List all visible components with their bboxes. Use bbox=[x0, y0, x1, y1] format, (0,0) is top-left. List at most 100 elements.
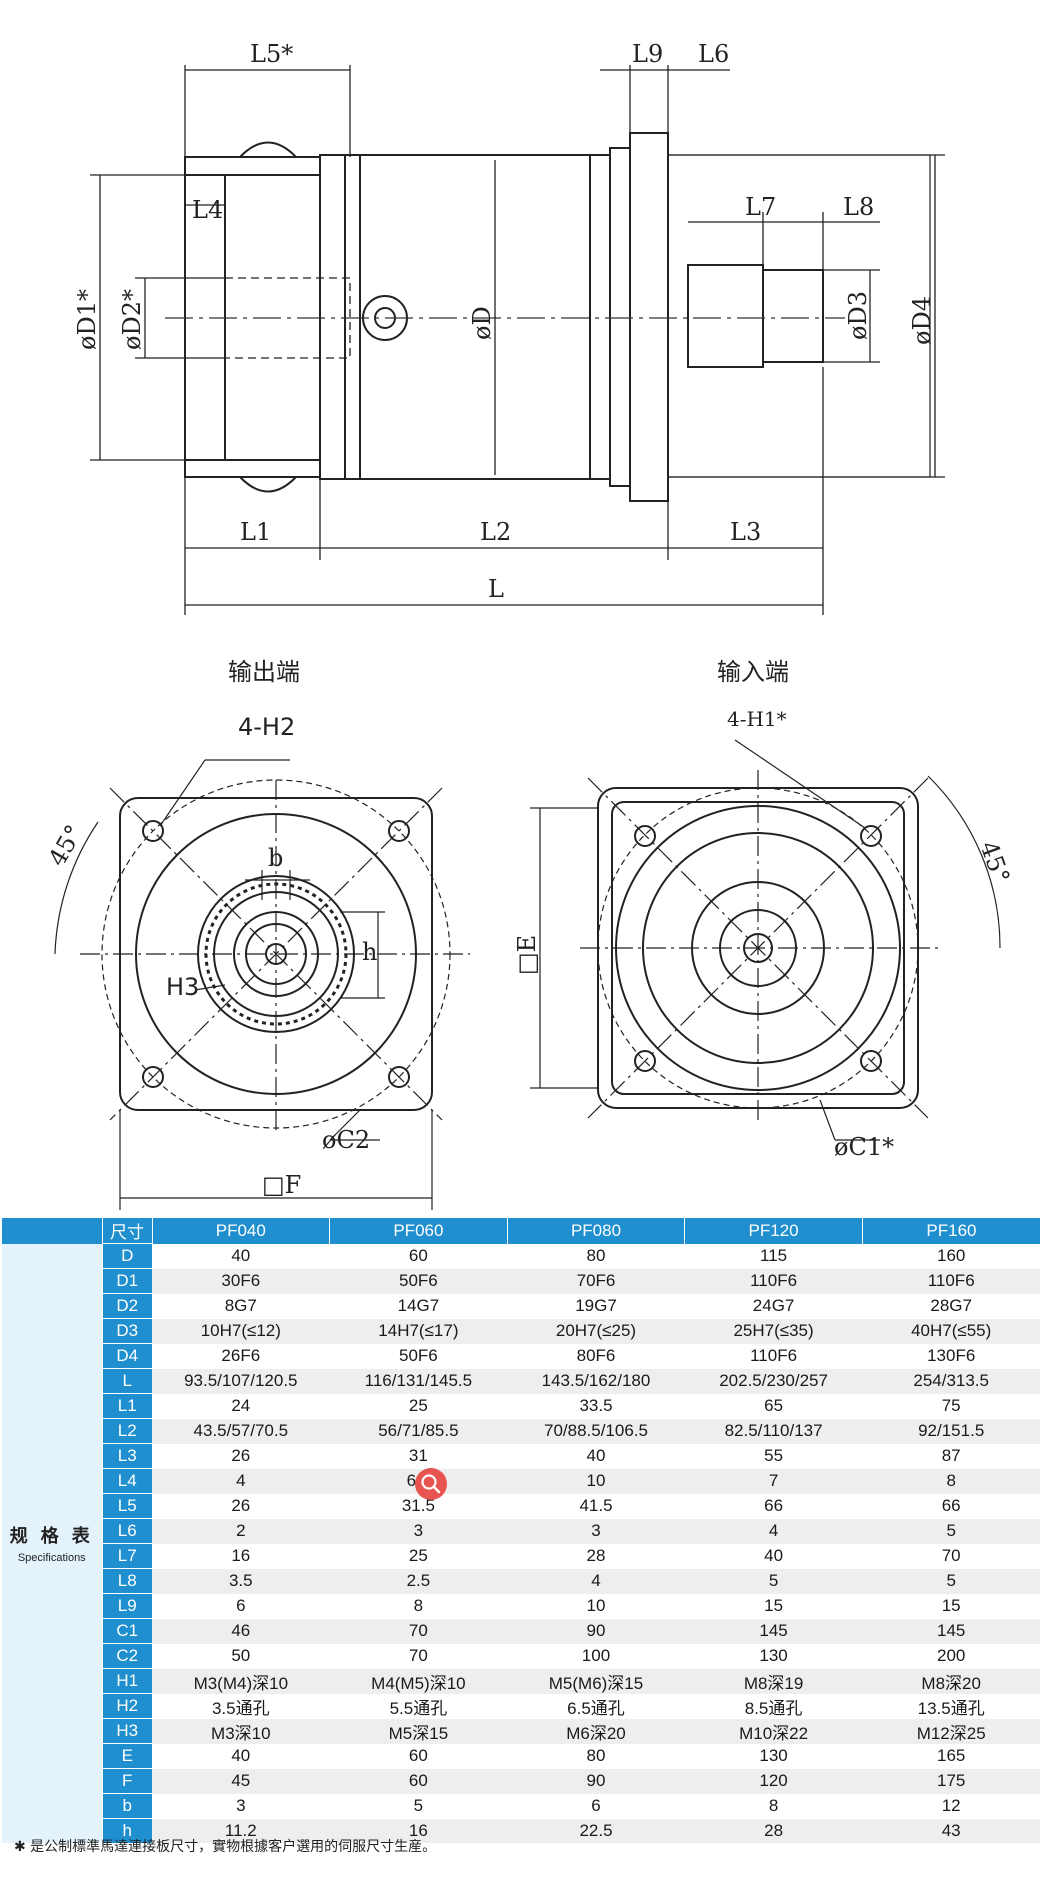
dim-label-l4: L4 bbox=[192, 196, 223, 224]
dim-label-d3: øD3 bbox=[844, 291, 872, 340]
table-cell: M8深20 bbox=[862, 1668, 1040, 1694]
row-key: H1 bbox=[102, 1668, 152, 1694]
dim-label-l5: L5* bbox=[250, 40, 293, 68]
table-cell: 3.5 bbox=[152, 1568, 330, 1594]
table-cell: 5.5通孔 bbox=[329, 1693, 508, 1719]
dim-label-d2: øD2* bbox=[118, 289, 146, 350]
table-cell: 8 bbox=[862, 1468, 1040, 1494]
table-row: L446.51078 bbox=[2, 1468, 1040, 1494]
table-cell: 145 bbox=[862, 1618, 1040, 1644]
table-cell: 5 bbox=[862, 1518, 1040, 1544]
table-cell: 116/131/145.5 bbox=[329, 1368, 508, 1394]
table-cell: 43 bbox=[862, 1818, 1040, 1843]
row-key: L9 bbox=[102, 1593, 152, 1619]
table-cell: 40 bbox=[152, 1743, 330, 1769]
table-cell: 40 bbox=[684, 1543, 863, 1569]
dim-label-l1: L1 bbox=[240, 518, 271, 546]
dim-label-l8: L8 bbox=[843, 193, 874, 221]
table-cell: 55 bbox=[684, 1443, 863, 1469]
table-cell: 25 bbox=[329, 1393, 508, 1419]
table-cell: 15 bbox=[684, 1593, 863, 1619]
table-cell: 110F6 bbox=[684, 1268, 863, 1294]
row-key: h bbox=[102, 1818, 152, 1843]
table-cell: 28G7 bbox=[862, 1293, 1040, 1319]
table-cell: 160 bbox=[862, 1243, 1040, 1269]
header-model: PF120 bbox=[684, 1218, 863, 1244]
table-cell: 22.5 bbox=[507, 1818, 685, 1843]
table-cell: 3.5通孔 bbox=[152, 1693, 330, 1719]
output-view-title: 输出端 bbox=[228, 658, 300, 686]
header-model: PF080 bbox=[506, 1218, 685, 1244]
table-cell: 143.5/162/180 bbox=[507, 1368, 685, 1394]
table-cell: 3 bbox=[329, 1518, 508, 1544]
table-cell: 26 bbox=[152, 1443, 330, 1469]
table-cell: 4 bbox=[152, 1468, 330, 1494]
table-cell: 60 bbox=[329, 1768, 508, 1794]
table-cell: 40H7(≤55) bbox=[862, 1318, 1040, 1344]
row-key: L6 bbox=[102, 1518, 152, 1544]
table-cell: 16 bbox=[152, 1543, 330, 1569]
table-cell: 93.5/107/120.5 bbox=[152, 1368, 330, 1394]
table-cell: 31 bbox=[329, 1443, 508, 1469]
table-cell: 60 bbox=[329, 1743, 508, 1769]
row-key: D2 bbox=[102, 1293, 152, 1319]
label-f: □F bbox=[262, 1171, 301, 1199]
table-cell: 175 bbox=[862, 1768, 1040, 1794]
dim-label-l: L bbox=[488, 575, 504, 603]
row-key: L7 bbox=[102, 1543, 152, 1569]
magnifier-icon[interactable] bbox=[415, 1468, 447, 1500]
label-4-h2: 4-H2 bbox=[238, 713, 295, 741]
table-cell: 25H7(≤35) bbox=[684, 1318, 863, 1344]
row-key: L2 bbox=[102, 1418, 152, 1444]
table-cell: 7 bbox=[684, 1468, 863, 1494]
table-cell: M10深22 bbox=[684, 1718, 863, 1744]
dim-label-l7: L7 bbox=[745, 193, 776, 221]
row-key: E bbox=[102, 1743, 152, 1769]
row-key: L8 bbox=[102, 1568, 152, 1594]
row-key: C2 bbox=[102, 1643, 152, 1669]
label-c1: øC1* bbox=[834, 1133, 894, 1161]
table-cell: 6.5通孔 bbox=[507, 1693, 685, 1719]
table-cell: 50 bbox=[152, 1643, 330, 1669]
dim-label-l2: L2 bbox=[480, 518, 511, 546]
table-cell: M6深20 bbox=[507, 1718, 685, 1744]
table-cell: 33.5 bbox=[507, 1393, 685, 1419]
table-cell: 50F6 bbox=[329, 1268, 508, 1294]
label-e: □E bbox=[513, 935, 541, 975]
table-cell: 31.5 bbox=[329, 1493, 508, 1519]
header-model: PF060 bbox=[329, 1218, 508, 1244]
table-cell: 40 bbox=[507, 1443, 685, 1469]
row-key: L3 bbox=[102, 1443, 152, 1469]
table-cell: 13.5通孔 bbox=[862, 1693, 1040, 1719]
table-cell: 2 bbox=[152, 1518, 330, 1544]
table-cell: 130 bbox=[684, 1743, 863, 1769]
table-cell: 254/313.5 bbox=[862, 1368, 1040, 1394]
row-key: D bbox=[102, 1243, 152, 1269]
label-b: b bbox=[268, 844, 283, 872]
table-cell: 110F6 bbox=[862, 1268, 1040, 1294]
table-cell: 92/151.5 bbox=[862, 1418, 1040, 1444]
row-key: L bbox=[102, 1368, 152, 1394]
table-cell: 3 bbox=[507, 1518, 685, 1544]
table-cell: M3(M4)深10 bbox=[152, 1668, 330, 1694]
table-cell: 80 bbox=[507, 1743, 685, 1769]
table-cell: 87 bbox=[862, 1443, 1040, 1469]
table-cell: 2.5 bbox=[329, 1568, 508, 1594]
table-cell: 70 bbox=[862, 1543, 1040, 1569]
label-45-deg-input: 45° bbox=[974, 837, 1015, 887]
footnote: ✱ 是公制標準馬達連接板尺寸，實物根據客户選用的伺服尺寸生産。 bbox=[14, 1839, 437, 1855]
table-cell: 115 bbox=[684, 1243, 863, 1269]
table-cell: 24 bbox=[152, 1393, 330, 1419]
technical-drawing: L5* L9 L6 L4 L7 L8 øD1* øD2* øD øD3 øD4 … bbox=[43, 40, 1015, 1210]
table-cell: 200 bbox=[862, 1643, 1040, 1669]
table-cell: 26F6 bbox=[152, 1343, 330, 1369]
header-model: PF160 bbox=[861, 1218, 1040, 1244]
